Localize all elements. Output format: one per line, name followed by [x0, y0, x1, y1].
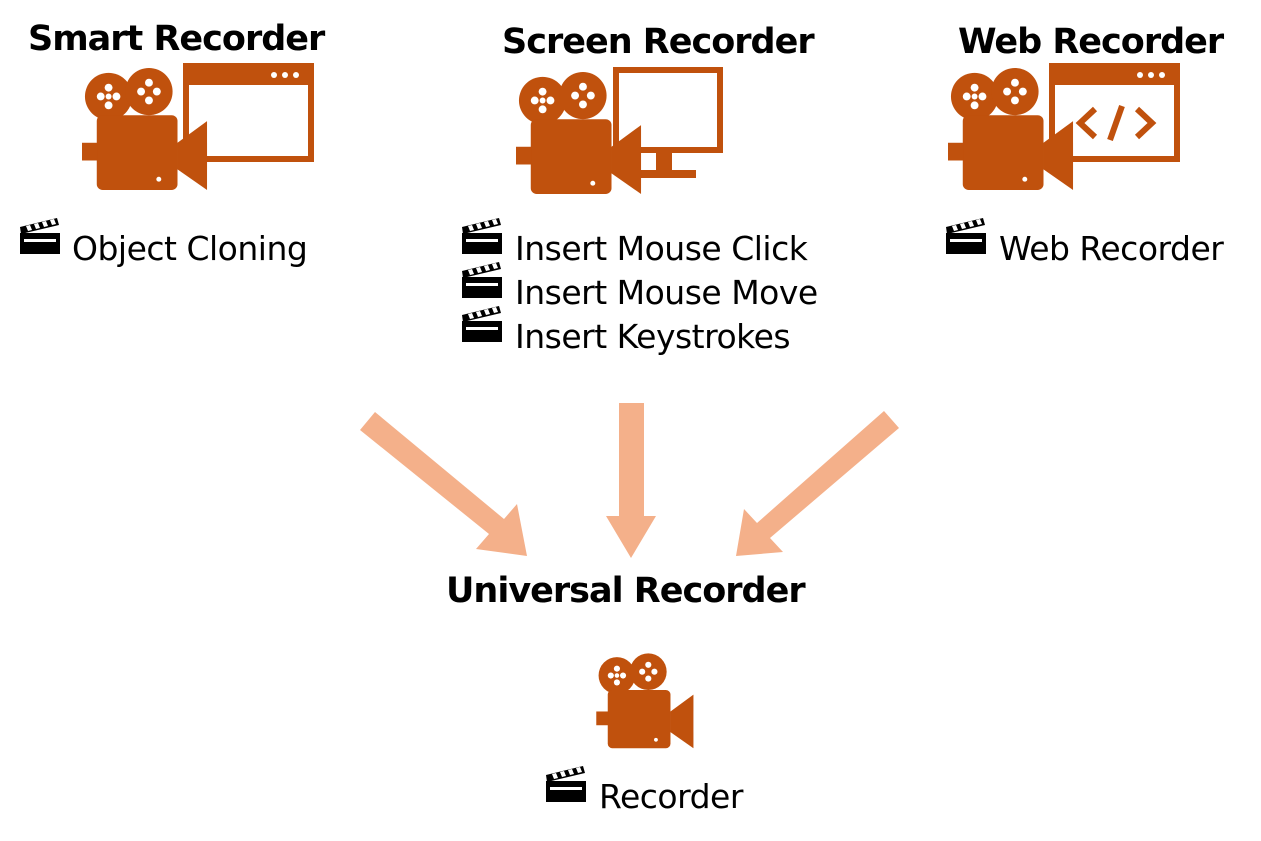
- screen-recorder-graphic: [516, 66, 728, 196]
- web-recorder-title: Web Recorder: [958, 22, 1224, 62]
- clapperboard-icon: [546, 766, 586, 802]
- smart-recorder-graphic: [82, 62, 314, 194]
- screen-recorder-title: Screen Recorder: [502, 22, 815, 62]
- monitor-icon: [613, 67, 723, 178]
- arrow-icon: [736, 411, 899, 556]
- list-item: Object Cloning: [20, 218, 308, 271]
- smart-recorder-title: Smart Recorder: [28, 19, 325, 59]
- web-recorder-graphic: [948, 62, 1180, 194]
- movie-camera-icon: [596, 653, 694, 749]
- list-item: Recorder: [546, 766, 743, 819]
- list-item: Insert Mouse Move: [462, 262, 818, 315]
- universal-recorder-graphic: [582, 650, 710, 750]
- list-item: Insert Mouse Click: [462, 218, 818, 271]
- arrow-icon: [606, 403, 656, 558]
- list-item: Insert Keystrokes: [462, 306, 818, 359]
- code-window-icon: [1049, 63, 1180, 162]
- universal-recorder-title: Universal Recorder: [446, 571, 806, 611]
- browser-window-icon: [183, 63, 314, 162]
- list-item: Web Recorder: [946, 218, 1224, 271]
- screen-recorder-items: Insert Mouse Click Insert Mouse Move Ins…: [462, 218, 818, 359]
- arrow-icon: [360, 412, 527, 556]
